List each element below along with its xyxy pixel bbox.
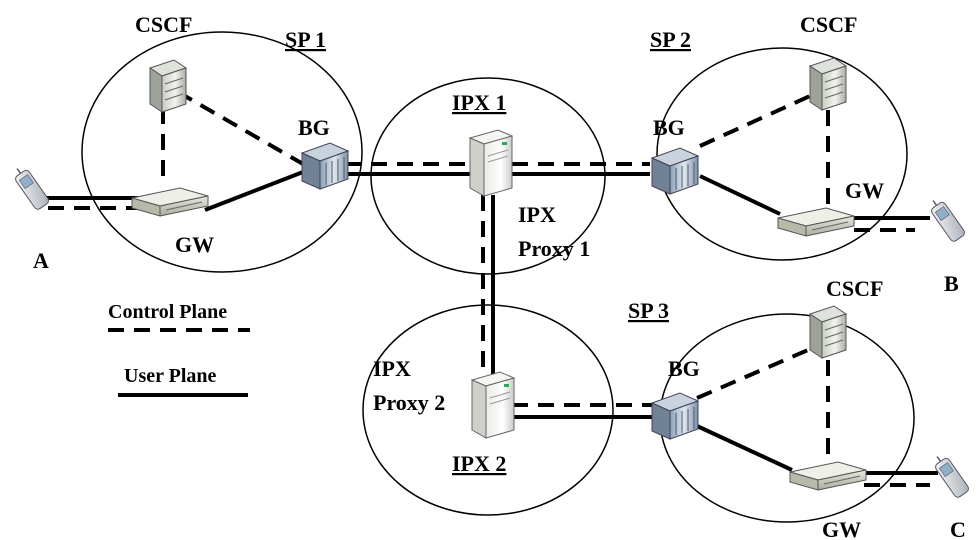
ipx-proxy2-label-line2: Proxy 2 [373,390,445,415]
ipx-proxy-server-icon [470,371,516,439]
cscf-server-icon [148,59,188,113]
user-plane-links [30,170,938,475]
mobile-phone-icon [15,168,49,210]
user-c-label: C [950,517,966,540]
bg-label-sp1: BG [298,115,330,140]
legend-control-plane-label: Control Plane [108,301,227,323]
user-b-label: B [944,271,959,296]
ipx-proxy1-label-line2: Proxy 1 [518,236,590,261]
gateway-router-icon [777,207,855,237]
border-gateway-icon [650,147,700,195]
sp2-network-ellipse [656,47,908,261]
bg-label-sp2: BG [653,115,685,140]
gw-label-sp1: GW [175,232,214,257]
gw-label-sp2: GW [845,178,884,203]
gw-label-sp3: GW [822,517,861,540]
cscf-server-icon [808,305,848,359]
cscf-label-sp1: CSCF [135,12,192,37]
ipx2-label: IPX 2 [452,451,506,476]
mobile-phone-icon [931,200,965,242]
ipx2-network-ellipse [362,304,614,516]
ipx-proxy-server-icon [468,129,514,197]
border-gateway-icon [300,142,350,190]
bg-label-sp3: BG [668,356,700,381]
sp1-network-ellipse [81,31,363,273]
legend: Control Plane User Plane [108,301,250,397]
sp2-label: SP 2 [650,27,691,52]
sp1-label: SP 1 [285,27,326,52]
cscf-server-icon [808,57,848,111]
cscf-label-sp3: CSCF [826,276,883,301]
ipx-proxy1-label-line1: IPX [518,202,556,227]
sp3-label: SP 3 [628,298,669,323]
gateway-router-icon [131,187,209,217]
control-plane-links [48,90,930,487]
mobile-phone-icon [935,456,969,498]
cscf-label-sp2: CSCF [800,12,857,37]
border-gateway-icon [650,392,700,440]
legend-user-plane-label: User Plane [124,365,217,387]
ipx1-label: IPX 1 [452,90,506,115]
gateway-router-icon [789,461,867,491]
ipx-proxy2-label-line1: IPX [373,356,411,381]
user-a-label: A [33,248,49,273]
